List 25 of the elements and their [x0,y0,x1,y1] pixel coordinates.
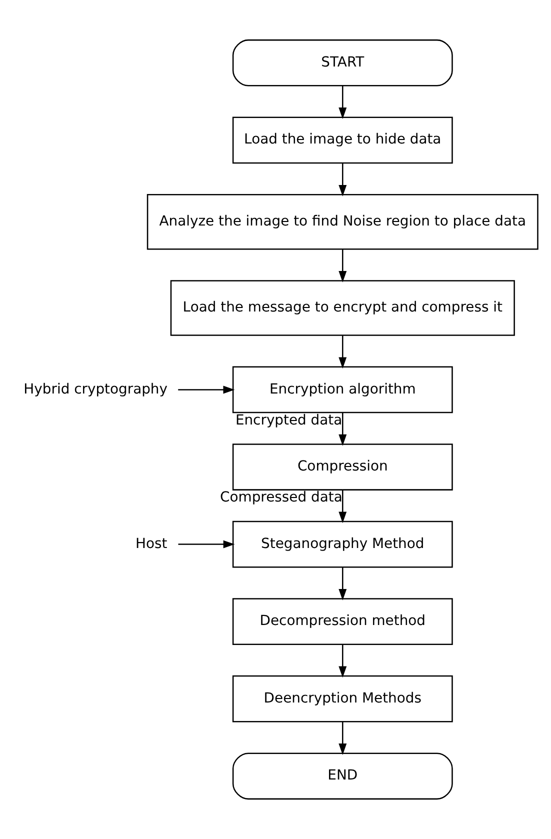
node-box: Load the message to encrypt and compress it [170,280,515,336]
node-box: START [232,39,453,86]
arrow [338,490,347,524]
edge-label: Compressed data [220,490,342,506]
node-box: END [232,752,453,800]
arrow [338,163,347,196]
edge-label: Encrypted data [235,412,342,428]
node-box: Load the image to hide data [232,116,453,164]
node-box: Steganography Method [232,520,453,568]
node-box: Compression [232,444,453,490]
arrow [338,336,347,369]
node-box: Deencryption Methods [232,675,453,722]
node-box: Encryption algorithm [232,366,453,414]
node-box: Decompression method [232,598,453,645]
arrow [338,644,347,678]
node-text: Host [135,536,168,552]
node-text: Hybrid cryptography [24,381,168,398]
arrow [338,722,347,755]
arrow [338,86,347,119]
arrow [338,249,347,282]
node-box: Analyze the image to find Noise region to place data [146,194,538,250]
arrow [338,567,347,600]
arrow [178,386,235,394]
arrow [178,540,235,548]
arrow [338,412,347,446]
